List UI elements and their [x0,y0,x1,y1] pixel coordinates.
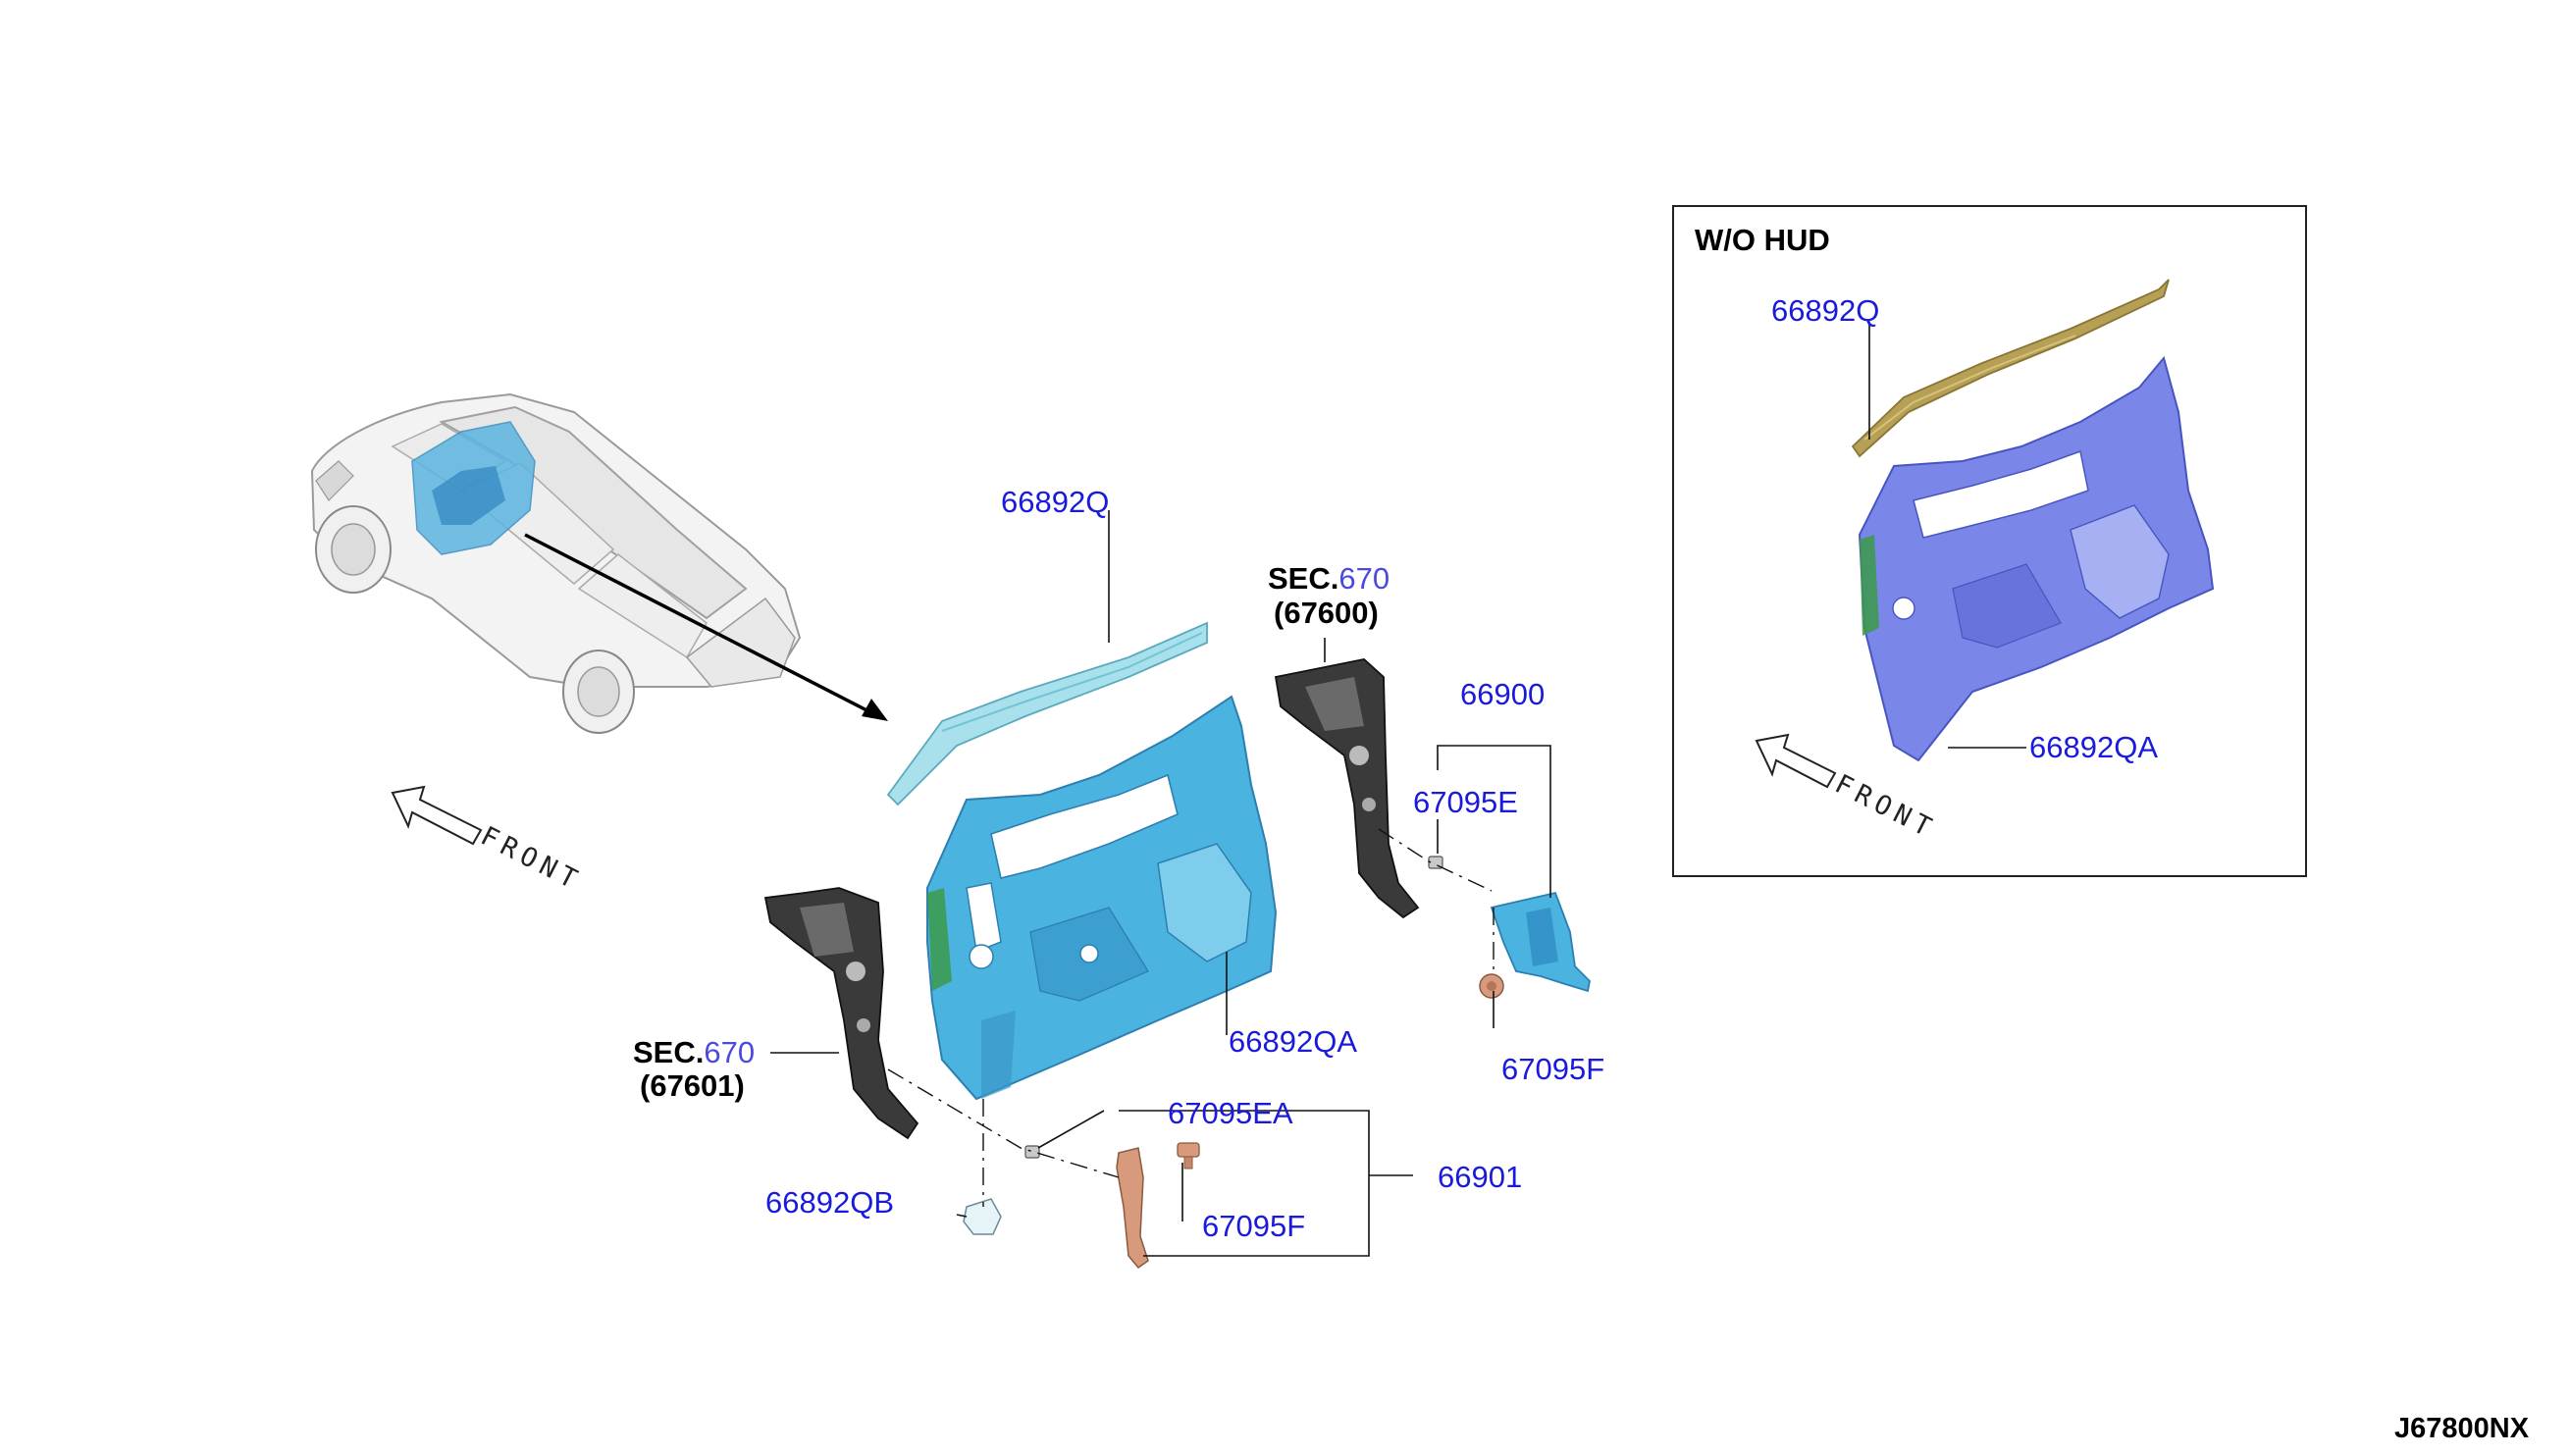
inset-title: W/O HUD [1695,223,1830,257]
part-number-lower: 66892QA [1229,1024,1357,1059]
diagram-code: J67800NX [2394,1413,2530,1444]
right-kick-plate-part [1490,891,1591,993]
dash-insulator-upper-part [886,621,1208,806]
part-number-right-clip: 67095E [1413,785,1518,819]
sec-right-number: 670 [1338,561,1390,596]
leader-lines [770,510,1551,1257]
inset-insulator-upper-part [1851,279,2170,458]
left-fastener-part [1177,1142,1200,1170]
part-number-left-clip: 67095EA [1168,1096,1293,1130]
part-number-right-fastener: 67095F [1501,1052,1604,1086]
assembly-dash-lines [887,828,1495,1207]
inset-front-label: FRONT [1830,769,1941,846]
sec-right-code: (67600) [1274,596,1379,630]
sec-left-prefix: SEC. [633,1035,704,1069]
part-number-clip: 66892QB [765,1185,894,1220]
insulator-clip-part [963,1198,1002,1235]
dash-insulator-lower-part [926,695,1278,1101]
sec-right-label[interactable]: SEC.670 [1268,561,1390,596]
front-label: FRONT [476,821,587,898]
right-fastener-part [1479,973,1504,999]
inset-part-number-upper: 66892Q [1771,293,1879,328]
part-number-upper: 66892Q [1001,485,1109,519]
part-number-right-assembly: 66900 [1460,677,1545,711]
sec-right-prefix: SEC. [1268,561,1338,596]
part-number-left-fastener: 67095F [1202,1209,1305,1243]
vehicle-locator-illustration [310,392,888,734]
inset-frame [1672,205,2307,877]
left-kick-bracket-part [1116,1147,1149,1270]
inset-box-without-hud: W/O HUD 66892Q 66892QA FRONT [1672,205,2307,877]
inset-part-number-lower: 66892QA [2029,730,2158,764]
sec-left-code: (67601) [640,1068,745,1103]
right-pillar-part [1274,658,1420,919]
sec-left-label[interactable]: SEC.670 [633,1035,755,1069]
right-clip-part [1428,856,1443,869]
front-direction-arrow: FRONT [391,785,587,898]
inset-insulator-lower-part [1858,355,2215,762]
part-number-left-assembly: 66901 [1438,1160,1522,1194]
sec-left-number: 670 [704,1035,755,1069]
left-pillar-part [763,887,919,1140]
left-clip-part [1024,1145,1040,1159]
